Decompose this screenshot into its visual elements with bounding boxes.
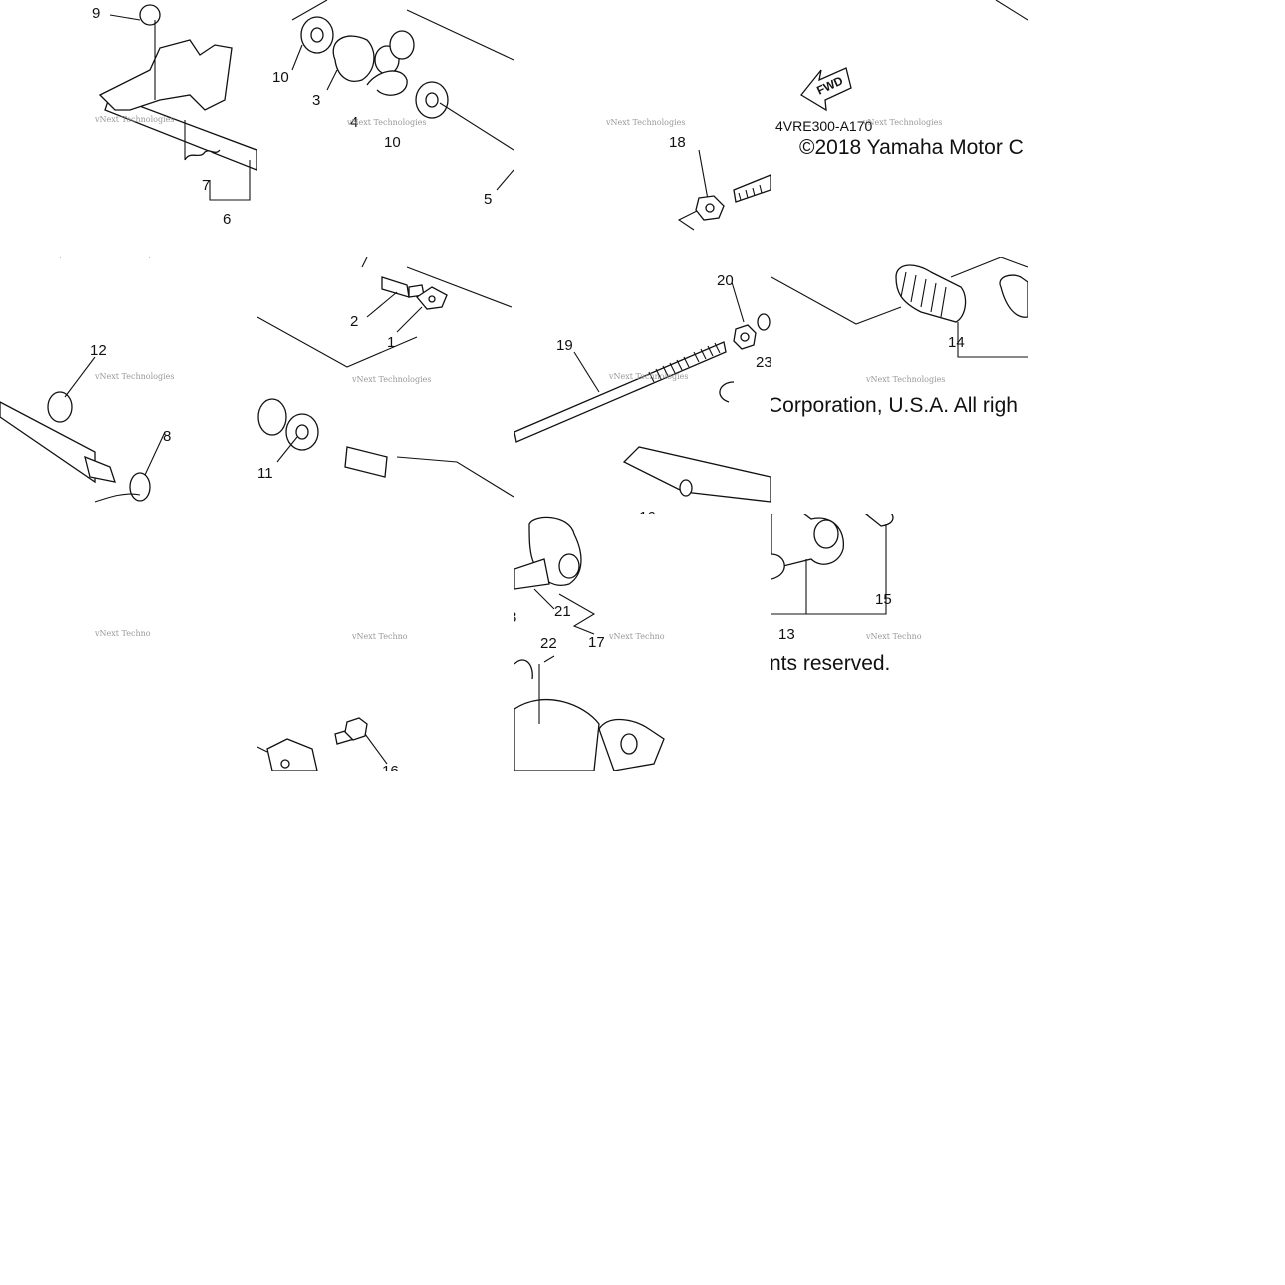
callout-3: 3 xyxy=(312,92,320,109)
callout-1: 1 xyxy=(387,334,395,351)
callout-16-left: 16 xyxy=(382,763,399,771)
fwd-arrow-icon: FWD xyxy=(800,67,852,112)
diagram-tile-bracket: 16 vNext Techno xyxy=(257,514,514,771)
diagram-tile-shaft: 12 8 vNext Technologies xyxy=(0,257,257,514)
diagram-tile-footpeg: 14 vNext Technologies Corporation, U.S.A… xyxy=(771,257,1028,514)
watermark: vNext Technologies xyxy=(346,118,426,127)
callout-17: 17 xyxy=(588,634,605,651)
watermark: vNext Techno xyxy=(865,632,922,641)
watermark: vNext Technologies xyxy=(94,372,174,381)
callout-22: 22 xyxy=(540,635,557,652)
diagram-tile-rod: 19 20 23 16 vNext Technologies xyxy=(514,257,771,514)
callout-18: 21 xyxy=(554,603,571,620)
callout-20: 18 xyxy=(669,134,686,151)
watermark: vNext Techno xyxy=(351,632,408,641)
diagram-tile-header: FWD vNext Technologies 4VRE300-A170 ©201… xyxy=(771,0,1028,257)
callout-14: 14 xyxy=(948,334,965,351)
callout-4: 4 xyxy=(350,114,358,131)
diagram-tile-nut-20: 18 vNext Technologies xyxy=(514,0,771,257)
callout-10-right: 10 xyxy=(384,134,401,151)
watermark: vNext Technologies xyxy=(865,375,945,384)
watermark: vNext Technologies xyxy=(351,375,431,384)
callout-9: 9 xyxy=(92,5,100,22)
callout-8: 8 xyxy=(163,428,171,445)
diagram-tile-empty-1: vNext Techno xyxy=(0,514,257,771)
diagram-tile-pins: 2 1 11 vNext Technologies xyxy=(257,257,514,514)
diagram-tile-shift-lever: 9 7 6 vNext Technologies xyxy=(0,0,257,257)
callout-21: 20 xyxy=(717,272,734,289)
watermark: vNext Technologies xyxy=(605,118,685,127)
copyright-line-3: nts reserved. xyxy=(771,652,891,675)
shift-shaft-part xyxy=(98,4,257,201)
diagram-tile-washers: 10 3 4 10 5 vNext Technologies xyxy=(257,0,514,257)
watermark: vNext Technologies xyxy=(94,115,174,124)
callout-11: 11 xyxy=(257,465,273,482)
callout-6: 6 xyxy=(223,211,231,228)
watermark: vNext Technologies xyxy=(608,372,688,381)
watermark: vNext Technologies xyxy=(862,118,942,127)
callout-12: 12 xyxy=(90,342,107,359)
callout-5: 5 xyxy=(484,191,492,208)
callout-3-partial: 3 xyxy=(514,609,516,626)
drawing-code: 4VRE300-A170 xyxy=(775,118,873,134)
callout-15: 15 xyxy=(875,591,892,608)
callout-19: 19 xyxy=(556,337,573,354)
callout-10-left: 10 xyxy=(272,69,289,86)
callout-2: 2 xyxy=(350,313,358,330)
diagram-tile-linkage: 21 17 22 3 vNext Techno xyxy=(514,514,771,771)
diagram-tile-pedal: 15 13 vNext Techno nts reserved. xyxy=(771,514,1028,771)
copyright-line-2: Corporation, U.S.A. All righ xyxy=(771,394,1018,417)
callout-13: 13 xyxy=(778,626,795,643)
callout-7: 7 xyxy=(202,177,210,194)
copyright-line-1: ©2018 Yamaha Motor C xyxy=(799,136,1024,159)
watermark: vNext Techno xyxy=(94,629,151,638)
callout-23: 23 xyxy=(756,354,771,371)
watermark: vNext Techno xyxy=(608,632,665,641)
callout-16-right: 16 xyxy=(639,509,656,514)
